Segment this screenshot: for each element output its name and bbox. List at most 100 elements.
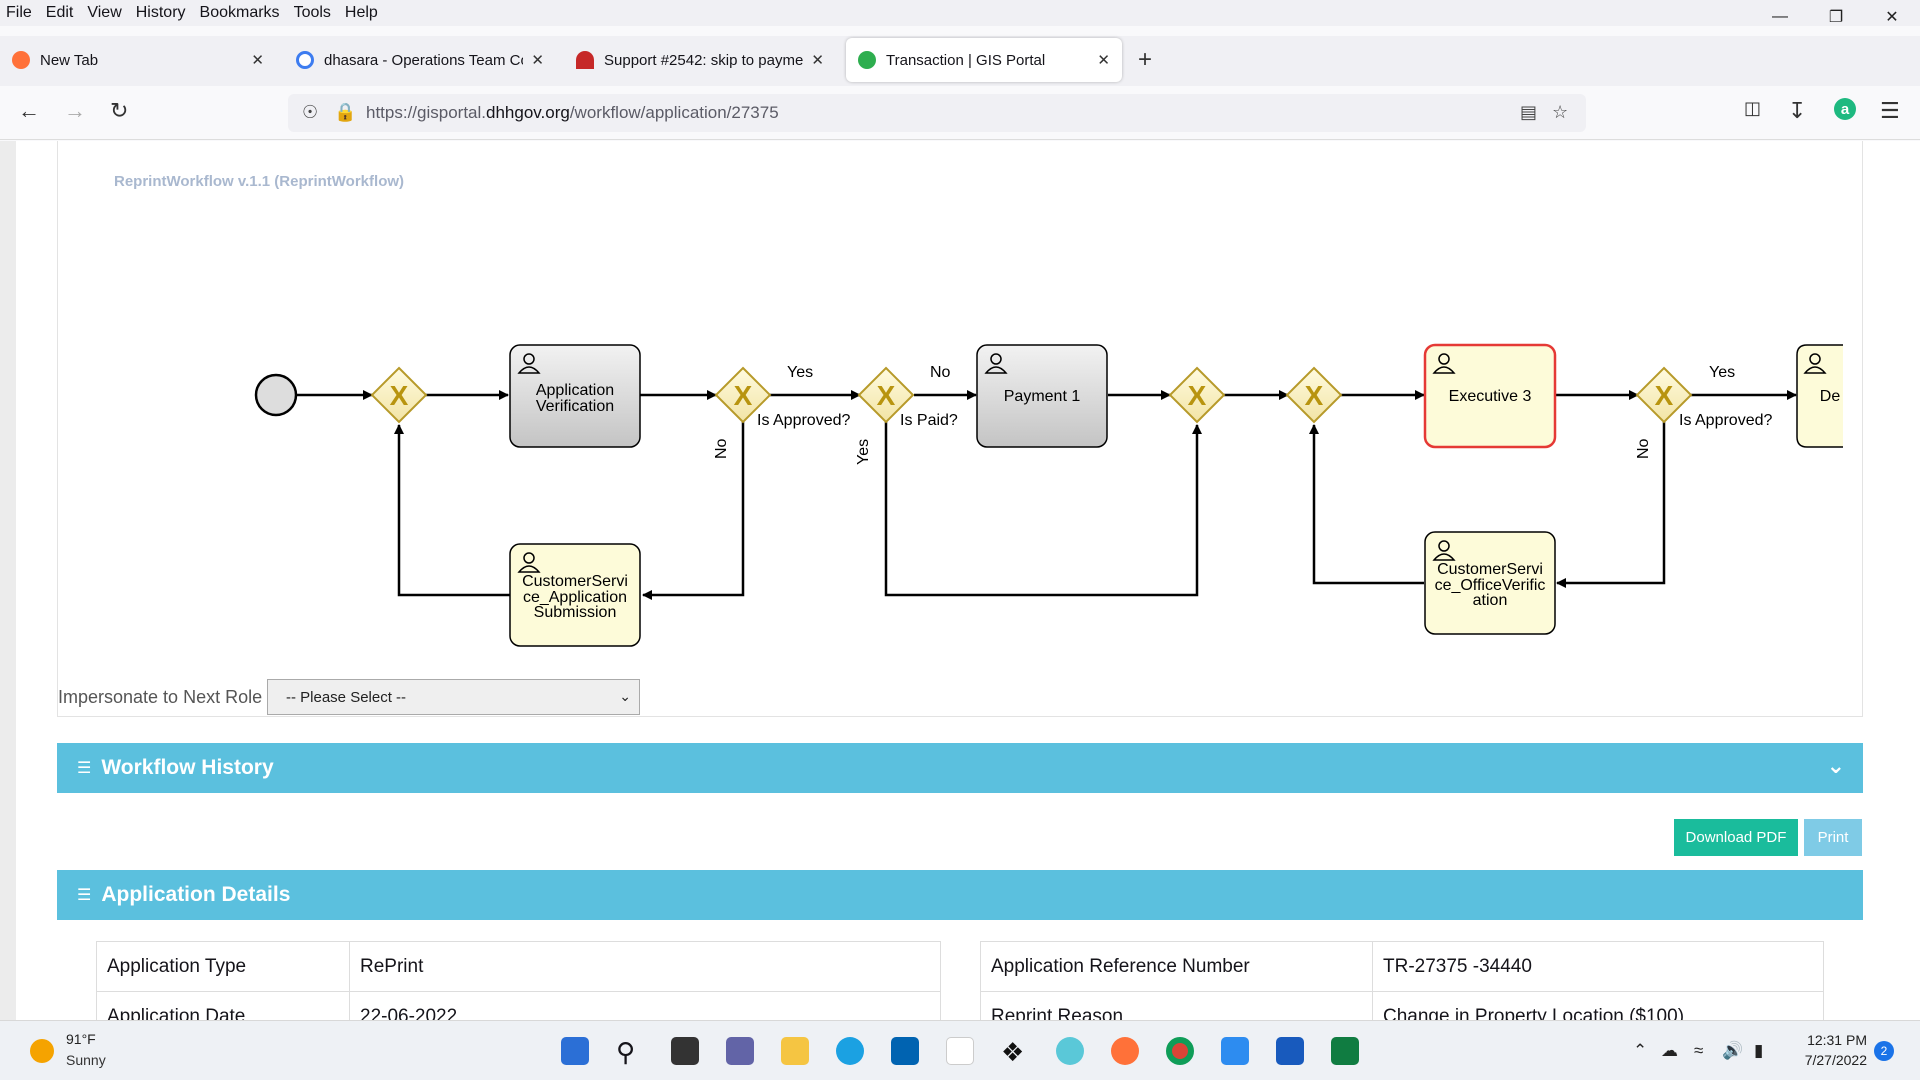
store-icon[interactable] [891, 1037, 919, 1065]
bookmark-star-icon[interactable]: ☆ [1552, 102, 1569, 122]
download-pdf-button[interactable]: Download PDF [1674, 819, 1798, 856]
gateway-merge-2[interactable]: X [1285, 366, 1343, 424]
close-tab-icon[interactable]: ✕ [811, 52, 824, 69]
sun-icon[interactable] [30, 1039, 54, 1063]
user-icon [517, 552, 541, 573]
file-explorer-icon[interactable] [781, 1037, 809, 1065]
wifi-icon[interactable]: ≈ [1694, 1041, 1704, 1060]
teams-icon[interactable] [726, 1037, 754, 1065]
workflow-history-header[interactable]: ☰ Workflow History ⌄ [57, 743, 1863, 793]
restore-icon[interactable]: ❐ [1828, 9, 1844, 26]
gateways: X X X X X X [370, 366, 1693, 424]
user-icon [1803, 353, 1827, 374]
back-icon[interactable]: ← [18, 98, 40, 123]
url-prefix: https://gisportal. [366, 103, 487, 122]
start-event[interactable] [254, 373, 298, 417]
gateway-x-symbol: X [877, 380, 896, 411]
close-tab-icon[interactable]: ✕ [251, 52, 264, 69]
gateway-is-approved[interactable]: X [714, 366, 772, 424]
chevron-down-icon[interactable]: ⌄ [1826, 753, 1845, 778]
gateway-merge-1[interactable]: X [1168, 366, 1226, 424]
menu-bookmarks[interactable]: Bookmarks [199, 4, 280, 21]
clock[interactable]: 12:31 PM 7/27/2022 [1805, 1030, 1867, 1070]
task-cs-application-submission[interactable]: CustomerServi ce_Application Submission [509, 543, 641, 647]
edge-icon[interactable] [836, 1037, 864, 1065]
tab-title: Support #2542: skip to payment [604, 51, 804, 69]
close-window-icon[interactable]: ✕ [1885, 9, 1899, 26]
url-domain: dhhgov.org [486, 103, 570, 122]
close-tab-icon[interactable]: ✕ [531, 52, 544, 69]
gateway-is-paid[interactable]: X [857, 366, 915, 424]
tab-transaction[interactable]: Transaction | GIS Portal ✕ [846, 38, 1122, 82]
minimize-icon[interactable]: — [1772, 8, 1788, 25]
impersonate-role-select[interactable]: -- Please Select -- ⌄ [267, 679, 640, 715]
nav-bar: ← → ↻ ☉ 🔒 https://gisportal.dhhgov.org/w… [0, 86, 1920, 140]
notification-badge[interactable]: 2 [1874, 1041, 1894, 1061]
volume-icon[interactable]: 🔊 [1722, 1041, 1744, 1060]
onedrive-icon[interactable]: ☁ [1661, 1041, 1678, 1060]
label-yes: Yes [787, 364, 813, 381]
gateway-x-symbol: X [1655, 380, 1674, 411]
task-payment-1[interactable]: Payment 1 [976, 344, 1108, 448]
url-bar[interactable]: ☉ 🔒 https://gisportal.dhhgov.org/workflo… [288, 94, 1586, 132]
clock-time: 12:31 PM [1807, 1032, 1867, 1048]
firefox-icon [12, 51, 30, 69]
task-executive-3[interactable]: Executive 3 [1423, 343, 1557, 449]
task-label: ce_OfficeVerific [1435, 577, 1546, 594]
task-label: Submission [534, 604, 617, 621]
menu-help[interactable]: Help [344, 4, 378, 21]
application-details-header[interactable]: ☰ Application Details [57, 870, 1863, 920]
menu-file[interactable]: File [6, 4, 32, 21]
menu-edit[interactable]: Edit [45, 4, 74, 21]
start-icon[interactable] [561, 1037, 589, 1065]
menu-view[interactable]: View [87, 4, 122, 21]
menu-tools[interactable]: Tools [293, 4, 331, 21]
pocket-icon[interactable]: ◫ [1744, 98, 1762, 118]
menu-history[interactable]: History [135, 4, 186, 21]
gis-portal-icon [858, 51, 876, 69]
chevron-up-icon[interactable]: ⌃ [1633, 1041, 1648, 1060]
search-icon[interactable]: ⚲ [616, 1037, 636, 1067]
taskbar: 91°F Sunny ⚲ ❖ ⌃ ☁ ≈ 🔊 ▮ 12:31 PM 7/27/2… [0, 1020, 1920, 1080]
label-no-vertical: No [1635, 438, 1652, 459]
details-table-right: Application Reference Number TR-27375 -3… [980, 941, 1824, 1020]
user-icon [1432, 353, 1456, 374]
hamburger-menu-icon[interactable]: ☰ [1880, 98, 1900, 123]
shield-icon[interactable]: ☉ [302, 102, 319, 122]
field-value: Change in Property Location ($100) [1372, 991, 1824, 1020]
battery-icon[interactable]: ▮ [1754, 1041, 1764, 1060]
task-partial-right[interactable]: De [1796, 344, 1843, 448]
new-tab-icon[interactable]: + [1138, 46, 1153, 73]
label-is-paid: Is Paid? [900, 412, 958, 429]
print-button[interactable]: Print [1804, 819, 1862, 856]
close-tab-icon[interactable]: ✕ [1097, 52, 1110, 69]
tab-new-tab[interactable]: New Tab ✕ [0, 38, 276, 82]
excel-icon[interactable] [1331, 1037, 1359, 1065]
task-cs-office-verification[interactable]: CustomerServi ce_OfficeVerific ation [1424, 531, 1556, 635]
label-is-approved: Is Approved? [757, 412, 851, 429]
gateway-1[interactable]: X [370, 366, 428, 424]
chrome-icon[interactable] [1166, 1037, 1194, 1065]
gateway-is-approved-2[interactable]: X [1635, 366, 1693, 424]
task-view-icon[interactable] [671, 1037, 699, 1065]
notepad-icon[interactable] [1221, 1037, 1249, 1065]
amazon-icon[interactable] [946, 1037, 974, 1065]
field-label: Application Type [96, 941, 350, 992]
label-yes: Yes [1709, 364, 1735, 381]
firefox-icon[interactable] [1111, 1037, 1139, 1065]
task-application-verification[interactable]: Application Verification [509, 344, 641, 448]
redmine-icon [576, 51, 594, 69]
tab-operations[interactable]: dhasara - Operations Team Coll ✕ [284, 38, 556, 82]
task-label: CustomerServi [1437, 561, 1543, 578]
reader-view-icon[interactable]: ▤ [1520, 102, 1538, 122]
workflow-diagram: X X X X X X [254, 343, 1843, 647]
downloads-icon[interactable]: ↧ [1788, 98, 1807, 123]
reload-icon[interactable]: ↻ [110, 98, 129, 123]
word-icon[interactable] [1276, 1037, 1304, 1065]
forward-icon[interactable]: → [64, 98, 86, 123]
account-icon[interactable]: a [1834, 98, 1856, 120]
dropbox-icon[interactable]: ❖ [1001, 1037, 1025, 1067]
tab-support[interactable]: Support #2542: skip to payment ✕ [564, 38, 836, 82]
mail-icon[interactable] [1056, 1037, 1084, 1065]
weather-temperature: 91°F [66, 1031, 96, 1047]
